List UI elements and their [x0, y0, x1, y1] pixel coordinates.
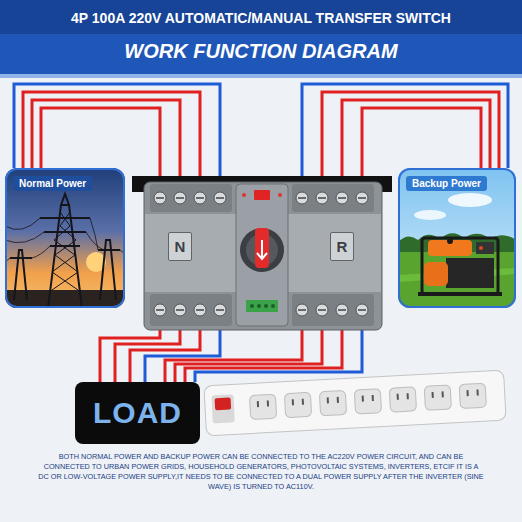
power-pylon-picture — [52, 212, 78, 290]
label-holder: WORK FUNCTION DIAGRAM — [0, 40, 522, 63]
node-text: R — [337, 238, 348, 255]
generator-picture — [448, 193, 492, 207]
generator-picture — [398, 168, 516, 308]
power-pylon-picture — [52, 212, 78, 290]
node-text: N — [175, 238, 186, 255]
transfer-switch — [236, 184, 288, 326]
caption-holder: BOTH NORMAL POWER AND BACKUP POWER CAN B… — [38, 452, 484, 491]
transfer-switch — [278, 193, 282, 197]
title-holder: 4P 100A 220V AUTOMATIC/MANUAL TRANSFER S… — [0, 9, 522, 27]
power-pylon-picture — [52, 212, 78, 290]
generator-picture — [398, 168, 516, 308]
power-pylon-picture — [10, 250, 32, 300]
power-pylon-picture — [5, 218, 125, 262]
transfer-switch — [254, 190, 270, 200]
transfer-switch — [250, 304, 275, 308]
power-strip — [258, 390, 478, 408]
transfer-switch — [271, 304, 275, 308]
subtitle: WORK FUNCTION DIAGRAM — [124, 40, 397, 62]
power-strip — [249, 394, 276, 419]
generator-picture — [418, 292, 502, 296]
power-pylon-picture — [5, 168, 125, 308]
power-strip — [389, 387, 416, 412]
transfer-switch — [257, 240, 267, 259]
power-strip — [424, 385, 451, 410]
power-strip — [211, 394, 234, 423]
generator-picture — [422, 238, 498, 294]
power-pylon-picture — [61, 194, 69, 205]
transfer-switch — [257, 304, 261, 308]
transfer-switch — [255, 228, 269, 268]
title: 4P 100A 220V AUTOMATIC/MANUAL TRANSFER S… — [71, 10, 451, 26]
power-strip — [459, 383, 486, 408]
power-pylon-picture — [5, 246, 50, 262]
generator-picture — [414, 210, 446, 220]
transfer-switch — [250, 304, 254, 308]
generator-picture — [447, 238, 453, 244]
transfer-switch — [264, 304, 268, 308]
generator-picture — [479, 246, 483, 250]
power-pylon-picture — [40, 218, 90, 246]
node-text: Normal Power — [13, 176, 92, 191]
transfer-switch — [242, 193, 246, 197]
source-panel: Backup Power — [398, 168, 516, 308]
power-pylon-picture — [5, 290, 125, 308]
caption: BOTH NORMAL POWER AND BACKUP POWER CAN B… — [38, 452, 484, 491]
header-band — [0, 0, 522, 34]
switch-side-tag: R — [330, 232, 354, 261]
power-strip — [204, 370, 506, 436]
transfer-switch — [246, 300, 278, 312]
power-strip — [284, 392, 311, 417]
power-strip — [249, 383, 486, 419]
power-strip — [354, 389, 381, 414]
power-strip — [204, 370, 506, 436]
generator-picture — [424, 262, 448, 286]
power-pylon-picture — [5, 232, 104, 250]
switch-side-tag: N — [168, 232, 192, 261]
generator-picture — [476, 242, 494, 254]
power-pylon-picture — [10, 194, 120, 308]
load-box: LOAD — [75, 382, 200, 444]
power-pylon-picture — [5, 168, 125, 308]
power-pylon-picture — [48, 205, 82, 308]
transfer-switch — [240, 228, 284, 272]
power-pylon-picture — [5, 218, 125, 253]
node-text: LOAD — [93, 396, 182, 430]
transfer-switch — [144, 182, 382, 330]
header-band — [0, 0, 522, 74]
header-stripe — [0, 74, 522, 78]
source-panel: Normal Power — [5, 168, 125, 308]
power-strip — [319, 390, 346, 415]
power-strip — [215, 398, 232, 411]
transfer-switch — [132, 176, 392, 330]
generator-picture — [446, 258, 494, 288]
node-text: Backup Power — [406, 176, 487, 191]
